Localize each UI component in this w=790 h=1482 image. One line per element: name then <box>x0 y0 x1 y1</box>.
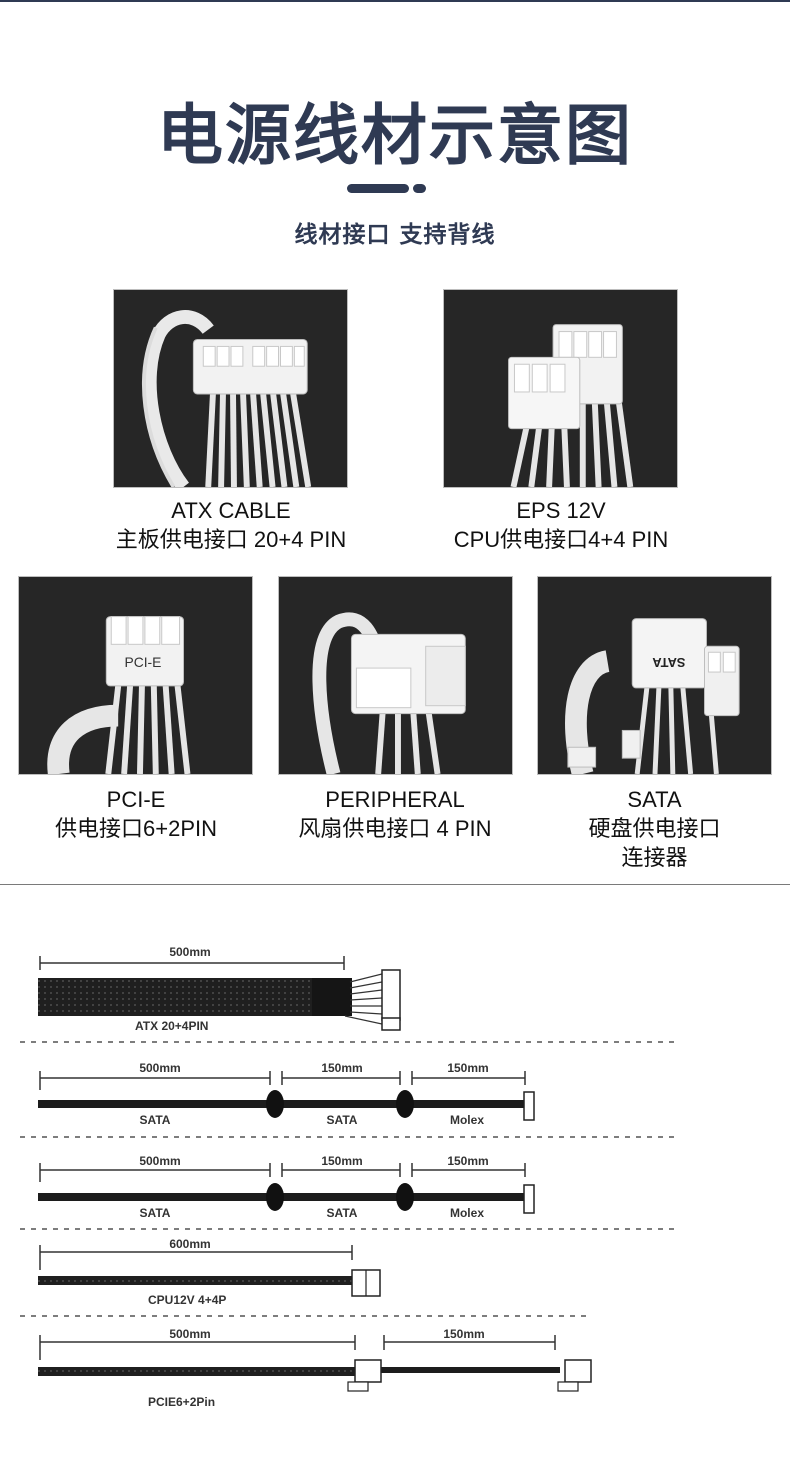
eps-title: EPS 12V <box>516 498 606 523</box>
eps-description: CPU供电接口4+4 PIN <box>453 527 669 552</box>
peripheral-caption: PERIPHERAL 风扇供电接口 4 PIN <box>254 785 536 843</box>
section-divider <box>0 884 790 885</box>
eps-cable-photo <box>443 289 678 488</box>
sata2-seg1-length: 500mm <box>139 1154 180 1168</box>
atx-title: ATX CABLE <box>171 498 291 523</box>
sata-title: SATA <box>627 787 682 812</box>
pcie-cable-photo: PCI-E <box>18 576 253 775</box>
sata-diagram-row-2: 500mm 150mm 150mm SATA SATA Molex <box>38 1154 535 1220</box>
pcie-connector-label: PCIE6+2Pin <box>148 1395 215 1409</box>
pcie-description: 供电接口6+2PIN <box>55 816 217 841</box>
sata-description-2: 连接器 <box>621 845 688 870</box>
sata1-seg1-length: 500mm <box>139 1061 180 1075</box>
atx-length-label: 500mm <box>169 945 210 959</box>
cpu-diagram-row: 600mm CPU12V 4+4P <box>38 1237 381 1307</box>
peripheral-cable-photo <box>278 576 513 775</box>
title-underline-dot <box>413 184 426 193</box>
pcie-title: PCI-E <box>106 787 166 812</box>
atx-cable-photo <box>113 289 348 488</box>
atx-description: 主板供电接口 20+4 PIN <box>115 527 347 552</box>
atx-diagram-row: 500mm ATX 20+4PIN <box>38 945 401 1033</box>
sata1-label-2: SATA <box>327 1113 358 1127</box>
cable-length-diagram: 500mm ATX 20+4PIN 500mm 150mm 150mm SATA <box>20 945 680 1409</box>
sata2-seg2-length: 150mm <box>321 1154 362 1168</box>
sata2-label-3: Molex <box>450 1206 484 1220</box>
cpu-connector-label: CPU12V 4+4P <box>148 1293 226 1307</box>
sata1-label-1: SATA <box>140 1113 171 1127</box>
sata-caption: SATA 硬盘供电接口 连接器 <box>512 785 790 872</box>
sata1-seg2-length: 150mm <box>321 1061 362 1075</box>
sata-diagram-row-1: 500mm 150mm 150mm SATA SATA Molex <box>38 1061 535 1127</box>
page-title: 电源线材示意图 <box>157 97 633 174</box>
sata-description: 硬盘供电接口 <box>588 816 721 841</box>
sata-connector-label: SATA <box>652 655 685 670</box>
peripheral-description: 风扇供电接口 4 PIN <box>298 816 492 841</box>
sata2-label-1: SATA <box>140 1206 171 1220</box>
atx-caption: ATX CABLE 主板供电接口 20+4 PIN <box>90 496 372 554</box>
cpu-length-label: 600mm <box>169 1237 210 1251</box>
page-subtitle: 线材接口 支持背线 <box>294 222 496 248</box>
sata1-seg3-length: 150mm <box>447 1061 488 1075</box>
top-border-line <box>0 0 790 2</box>
peripheral-title: PERIPHERAL <box>325 787 465 812</box>
eps-caption: EPS 12V CPU供电接口4+4 PIN <box>420 496 702 554</box>
pcie-seg2-length: 150mm <box>443 1327 484 1341</box>
sata-cable-photo: SATA <box>537 576 772 775</box>
sata1-label-3: Molex <box>450 1113 484 1127</box>
sata2-seg3-length: 150mm <box>447 1154 488 1168</box>
title-underline-bar <box>347 184 409 193</box>
pcie-connector-label: PCI-E <box>124 654 161 670</box>
pcie-seg1-length: 500mm <box>169 1327 210 1341</box>
sata2-label-2: SATA <box>327 1206 358 1220</box>
atx-connector-label: ATX 20+4PIN <box>135 1019 208 1033</box>
pcie-diagram-row: 500mm 150mm PCIE6+2Pin <box>38 1327 592 1409</box>
pcie-caption: PCI-E 供电接口6+2PIN <box>0 785 272 843</box>
